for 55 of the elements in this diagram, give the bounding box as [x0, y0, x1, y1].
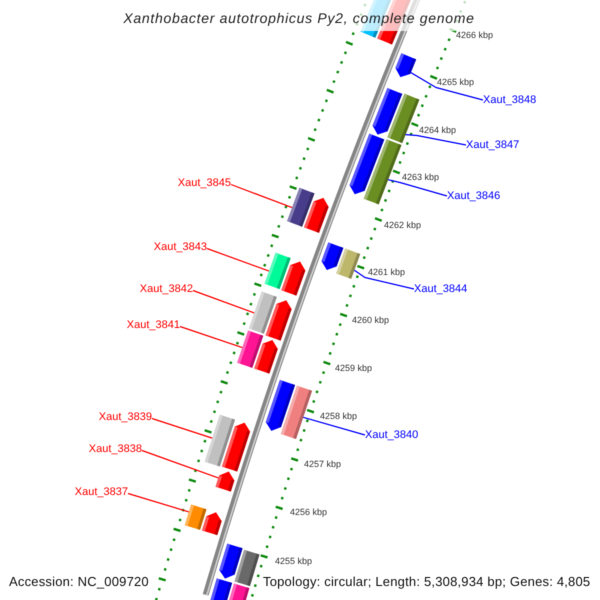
leader-line	[405, 134, 466, 146]
accession-text: Accession: NC_009720	[9, 574, 149, 590]
gene-label: Xaut_3843	[154, 241, 207, 253]
leader-line	[152, 418, 212, 439]
leader-line	[354, 270, 414, 290]
leader-line	[128, 492, 190, 512]
tick-label: 4258 kbp	[320, 412, 358, 420]
leader-line	[206, 248, 270, 272]
gene-feature	[395, 53, 416, 78]
gene-label: Xaut_3840	[365, 429, 418, 441]
gene-label: Xaut_3842	[140, 283, 193, 295]
gene-feature	[322, 242, 344, 270]
tick-label: 4256 kbp	[290, 508, 328, 516]
gene-feature	[254, 340, 278, 374]
gene-feature	[202, 512, 222, 536]
leader-line	[388, 179, 448, 197]
gene-block	[280, 386, 312, 440]
gene-block	[364, 139, 402, 204]
tick-label: 4259 kbp	[335, 364, 372, 372]
gene-label: Xaut_3846	[447, 190, 500, 202]
gene-label: Xaut_3848	[483, 94, 536, 106]
gene-feature	[281, 262, 306, 296]
gene-feature	[216, 472, 234, 492]
gene-label: Xaut_3847	[466, 139, 520, 151]
genome-summary-text: Topology: circular; Length: 5,308,934 bp; Genes: 4,805	[263, 574, 590, 590]
tick-label: 4261 kbp	[368, 268, 406, 276]
tick-label: 4264 kbp	[419, 126, 456, 134]
tick-label: 4255 kbp	[275, 556, 312, 566]
gene-label: Xaut_3845	[178, 177, 231, 189]
gene-feature	[304, 198, 329, 233]
tick-label: 4263 kbp	[402, 172, 440, 182]
tick-label: 4257 kbp	[304, 460, 342, 468]
leader-line	[192, 290, 254, 314]
leader-line	[180, 326, 242, 348]
leader-line	[142, 450, 219, 478]
tick-label: 4266 kbp	[456, 30, 494, 40]
gene-label: Xaut_3841	[126, 319, 180, 331]
gene-label: Xaut_3837	[74, 486, 128, 498]
gene-feature	[266, 300, 292, 341]
gene-block	[336, 248, 360, 279]
gene-block	[210, 578, 232, 600]
gene-block	[387, 94, 420, 144]
leader-line	[230, 184, 292, 208]
gene-label: Xaut_3838	[88, 443, 142, 455]
gene-block	[184, 504, 206, 530]
tick-label: 4265 kbp	[437, 78, 474, 86]
tick-label: 4262 kbp	[384, 220, 422, 230]
gene-label: Xaut_3844	[414, 283, 468, 295]
leader-line	[303, 416, 366, 436]
gene-feature	[222, 422, 250, 472]
leader-line	[410, 72, 484, 101]
gene-label: Xaut_3839	[98, 411, 152, 423]
gene-block	[229, 584, 250, 600]
tick-label: 4260 kbp	[352, 316, 390, 324]
gene-block	[234, 550, 260, 586]
